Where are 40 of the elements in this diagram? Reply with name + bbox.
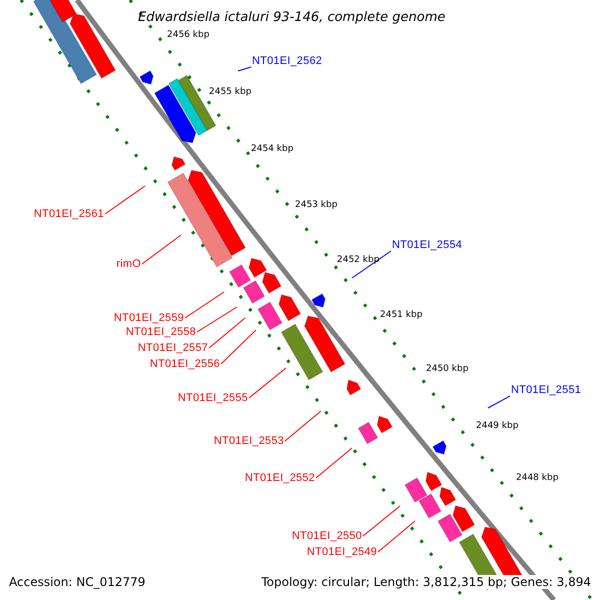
gene-label: NT01EI_2562: [252, 55, 322, 67]
leader-line: [104, 186, 146, 214]
leader-line: [238, 66, 252, 72]
leader-line: [208, 318, 246, 348]
gene-label: NT01EI_2552: [244, 472, 315, 484]
gene-label: rimO: [116, 258, 141, 270]
footer-text: Topology: circular; Length: 3,812,315 bp; Genes: 3,894: [261, 575, 591, 589]
scale-label: 2451 kbp: [380, 309, 422, 321]
scale-label: 2452 kbp: [337, 254, 380, 266]
scale-label: 2448 kbp: [516, 472, 558, 484]
leader-line: [378, 520, 416, 552]
leader-line: [488, 396, 510, 408]
leader-line: [196, 306, 238, 332]
leader-line: [284, 410, 322, 442]
leader-line: [362, 506, 400, 536]
scale-label: 2450 kbp: [426, 363, 468, 375]
leader-line: [352, 250, 392, 278]
scale-label: 2456 kbp: [167, 29, 210, 41]
gene-label: NT01EI_2553: [214, 435, 284, 447]
gene-label: NT01EI_2556: [150, 358, 220, 370]
title: Edwardsiella ictaluri 93-146, complete genome: [138, 10, 446, 25]
gene-label: NT01EI_2549: [306, 546, 377, 558]
scale-label: 2453 kbp: [295, 199, 338, 211]
leader-line: [142, 234, 182, 264]
scale-label: 2449 kbp: [476, 420, 518, 432]
leader-line: [184, 292, 224, 318]
leader-line: [220, 330, 256, 364]
gene-label: NT01EI_2559: [114, 312, 184, 324]
gene-label: NT01EI_2554: [392, 239, 462, 251]
gene-label: NT01EI_2550: [292, 530, 362, 542]
gene-label: NT01EI_2561: [34, 208, 104, 220]
leader-line: [248, 368, 286, 398]
gene-label: NT01EI_2551: [511, 384, 582, 396]
gene-label: NT01EI_2558: [126, 326, 196, 338]
scale-label: 2455 kbp: [209, 86, 252, 98]
footer-text: Accession: NC_012779: [9, 575, 146, 589]
scale-label: 2454 kbp: [251, 143, 294, 155]
leader-line: [316, 448, 352, 478]
gene-label: NT01EI_2555: [178, 392, 248, 404]
gene-label: NT01EI_2557: [138, 342, 208, 354]
